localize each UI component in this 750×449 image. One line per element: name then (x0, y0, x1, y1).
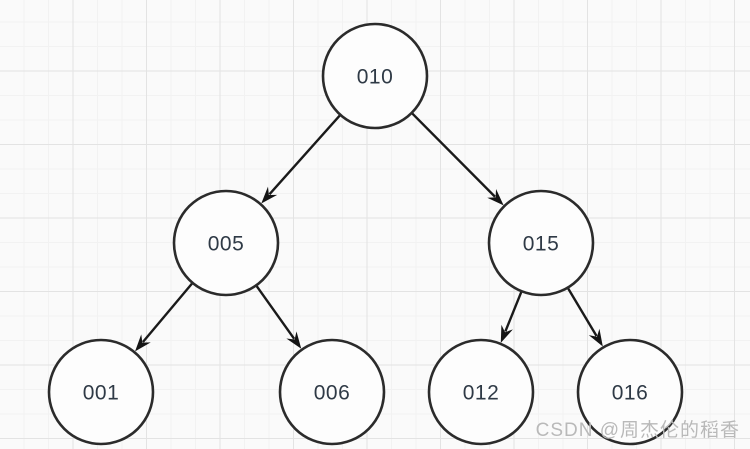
node-circle[interactable] (172, 189, 280, 297)
tree-edge-015-to-016 (567, 287, 603, 347)
edge-shaft (142, 282, 193, 343)
node-label: 010 (357, 66, 394, 89)
tree-edge-005-to-006 (255, 285, 302, 349)
edge-shaft (504, 291, 523, 332)
arrow-head-icon (135, 334, 151, 352)
tree-edge-010-to-005 (261, 114, 341, 204)
edge-shaft (255, 285, 296, 340)
tree-edge-010-to-015 (411, 112, 504, 206)
node-label: 005 (208, 233, 245, 256)
node-circle[interactable] (487, 189, 595, 297)
tree-node-001[interactable]: 001 (47, 338, 155, 446)
arrow-head-icon (588, 328, 603, 347)
edge-shaft (411, 112, 496, 198)
tree-node-005[interactable]: 005 (172, 189, 280, 297)
arrow-head-icon (286, 331, 302, 349)
tree-node-010[interactable]: 010 (321, 22, 429, 130)
node-label: 012 (463, 382, 500, 405)
tree-node-006[interactable]: 006 (278, 338, 386, 446)
tree-edge-015-to-012 (500, 291, 523, 343)
tree-node-015[interactable]: 015 (487, 189, 595, 297)
node-label: 006 (314, 382, 351, 405)
node-label: 001 (83, 382, 120, 405)
node-circle[interactable] (427, 338, 535, 446)
node-label: 015 (523, 233, 560, 256)
node-circle[interactable] (47, 338, 155, 446)
edges-layer (135, 112, 603, 352)
node-circle[interactable] (278, 338, 386, 446)
nodes-layer: 010 005 015 001 006 012 016 (47, 22, 684, 446)
node-circle[interactable] (576, 338, 684, 446)
arrow-head-icon (487, 188, 504, 206)
edge-shaft (268, 114, 341, 196)
edge-shaft (567, 287, 598, 337)
tree-edge-005-to-001 (135, 282, 193, 352)
tree-node-012[interactable]: 012 (427, 338, 535, 446)
tree-node-016[interactable]: 016 (576, 338, 684, 446)
node-label: 016 (612, 382, 649, 405)
node-circle[interactable] (321, 22, 429, 130)
arrow-head-icon (500, 324, 513, 343)
arrow-head-icon (261, 186, 278, 204)
